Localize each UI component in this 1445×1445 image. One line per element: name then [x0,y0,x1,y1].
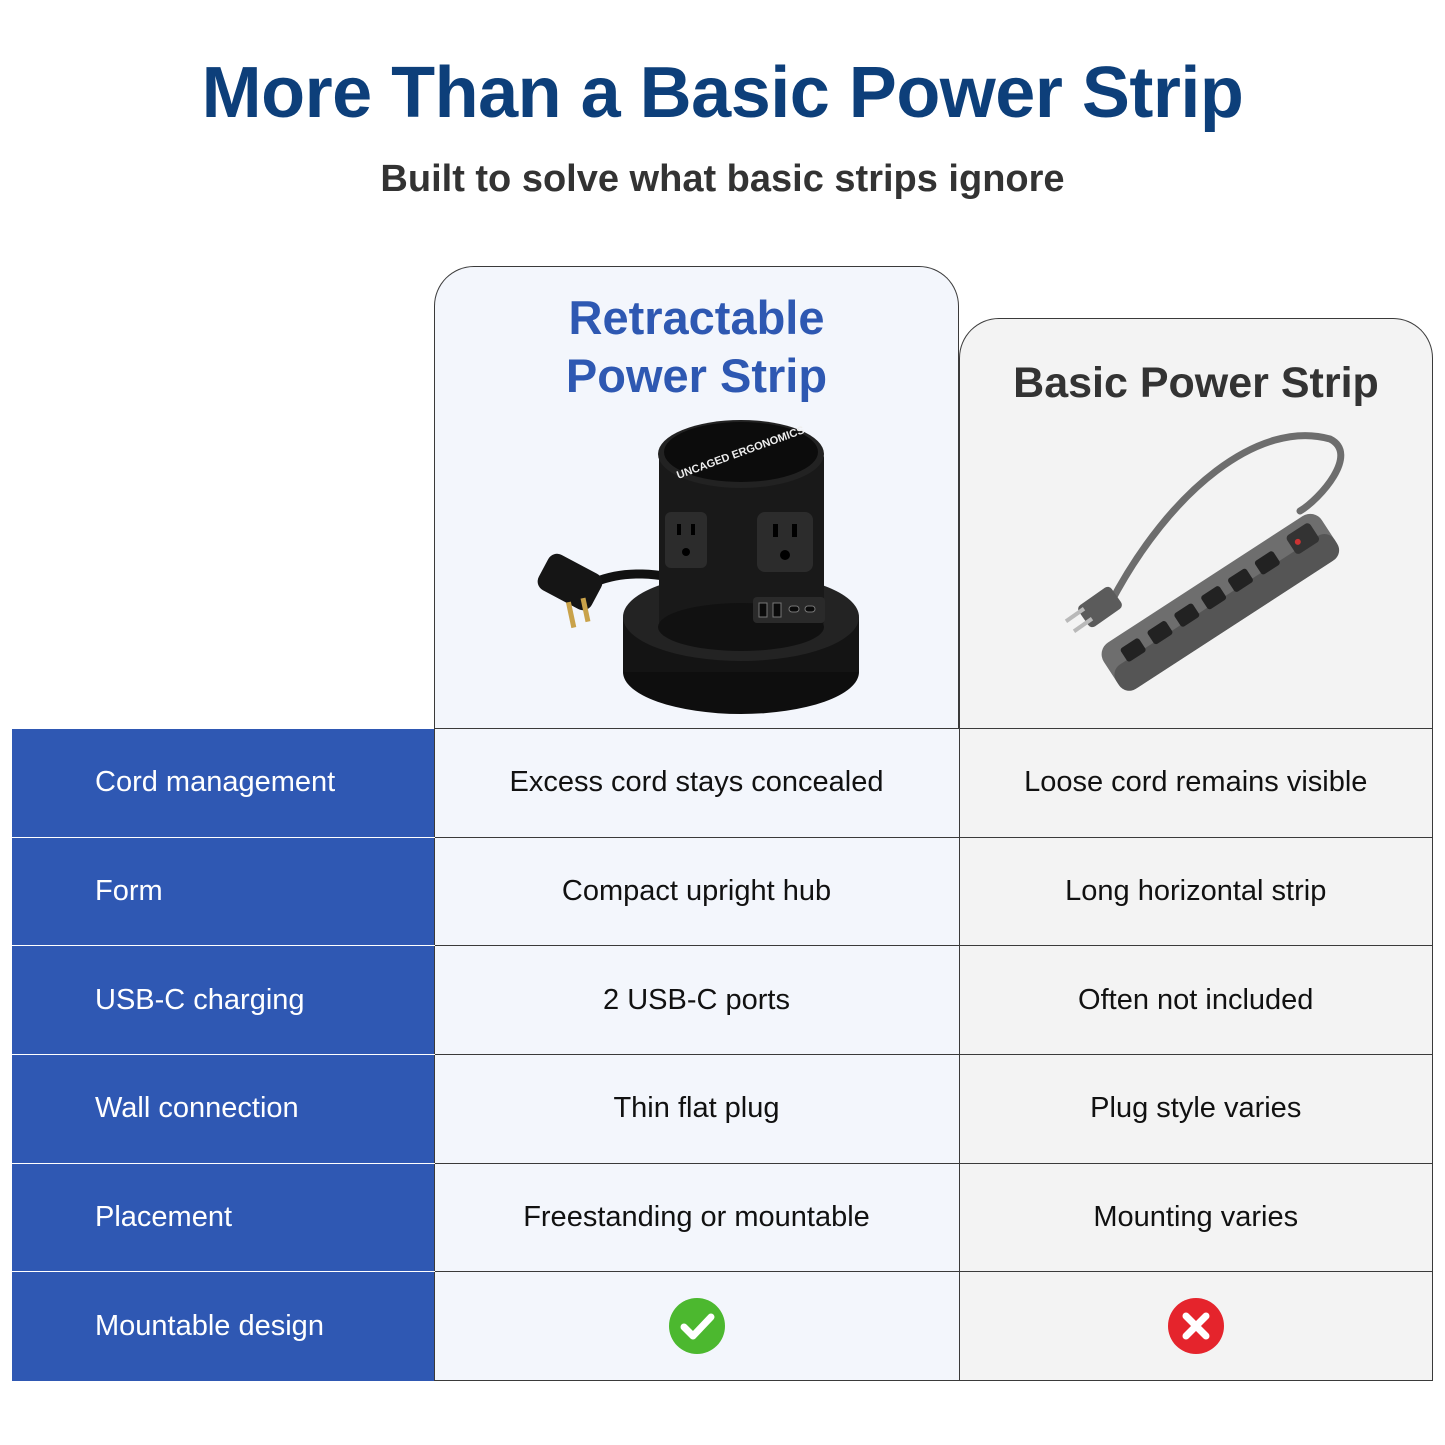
basic-value [958,1271,1433,1381]
retractable-value [433,1271,960,1381]
feature-label: Placement [12,1163,434,1273]
cross-icon [1167,1298,1224,1355]
basic-value: Mounting varies [958,1162,1433,1273]
table-row: Placement Freestanding or mountable Moun… [12,1162,1433,1273]
page-title: More Than a Basic Power Strip [201,53,1244,133]
basic-value: Long horizontal strip [958,836,1433,947]
basic-column-header: Basic Power Strip [959,318,1433,728]
feature-label: Cord management [12,728,434,838]
retractable-value: 2 USB-C ports [433,945,960,1055]
retractable-column-title: Retractable Power Strip [565,291,828,402]
table-row: Form Compact upright hub Long horizontal… [12,836,1433,947]
feature-label: Form [12,837,434,947]
basic-power-strip-image [1064,432,1345,691]
table-row: Mountable design [12,1271,1433,1381]
retractable-value: Thin flat plug [433,1053,960,1164]
table-row: Wall connection Thin flat plug Plug styl… [12,1053,1433,1164]
feature-label: USB-C charging [12,945,434,1055]
table-row: Cord management Excess cord stays concea… [12,728,1433,838]
comparison-table: Cord management Excess cord stays concea… [12,728,1433,1381]
basic-column-title: Basic Power Strip [1013,359,1379,407]
retractable-column-header: Retractable Power Strip UNCAGED ERGONOMI… [434,266,959,728]
feature-label: Mountable design [12,1271,434,1381]
table-row: USB-C charging 2 USB-C ports Often not i… [12,945,1433,1055]
retractable-value: Excess cord stays concealed [433,728,960,838]
page-subtitle: Built to solve what basic strips ignore [380,158,1065,200]
retractable-value: Freestanding or mountable [433,1162,960,1273]
basic-value: Often not included [958,945,1433,1055]
check-icon [668,1298,725,1355]
retractable-power-strip-image: UNCAGED ERGONOMICS [537,420,859,714]
retractable-value: Compact upright hub [433,836,960,947]
feature-label: Wall connection [12,1054,434,1164]
basic-value: Plug style varies [958,1053,1433,1164]
basic-value: Loose cord remains visible [958,728,1433,838]
